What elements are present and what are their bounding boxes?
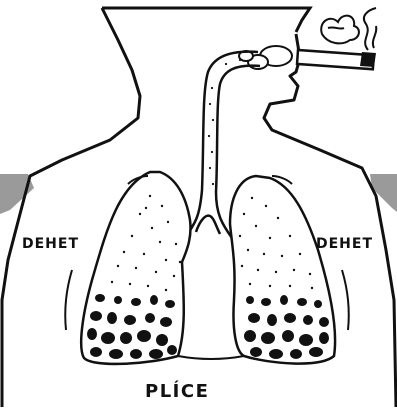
diaphragm <box>178 356 244 359</box>
tar-label-right: DEHET <box>316 236 373 252</box>
trachea-particles <box>208 59 241 185</box>
head-outline <box>102 8 310 32</box>
cigarette-icon <box>297 50 376 69</box>
bronchi-split <box>196 216 220 234</box>
smoke-icon <box>321 8 376 50</box>
tar-label-left: DEHET <box>22 236 79 252</box>
lungs-caption: PLÍCE <box>145 381 209 402</box>
